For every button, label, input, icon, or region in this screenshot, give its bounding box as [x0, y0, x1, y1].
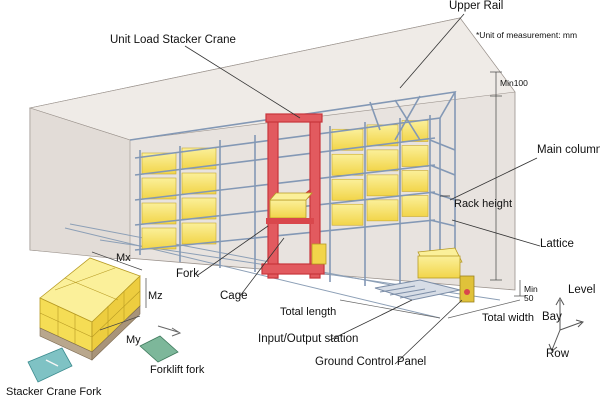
unit-load-stacker-crane-label: Unit Load Stacker Crane — [110, 34, 236, 46]
stored-load — [181, 222, 217, 245]
total-width-label: Total width — [482, 312, 534, 324]
level-axis-label: Level — [568, 284, 596, 296]
stored-load — [141, 202, 177, 225]
min100-label: Min100 — [500, 78, 528, 88]
stored-load — [141, 227, 177, 250]
rack-frame — [129, 90, 457, 286]
stored-load — [366, 149, 399, 172]
bay-axis-label: Bay — [542, 311, 562, 323]
stored-load — [401, 170, 429, 192]
stacker-crane-fork-label: Stacker Crane Fork — [6, 386, 102, 398]
stored-load — [366, 199, 399, 222]
stored-load — [181, 172, 217, 195]
fifty-label: 50 — [524, 293, 534, 303]
cage-label: Cage — [220, 290, 248, 302]
stored-load — [366, 174, 399, 197]
unit-note-label: *Unit of measurement: mm — [476, 30, 578, 40]
stored-load — [331, 153, 364, 176]
stored-load — [401, 195, 429, 217]
axes-compass — [548, 296, 584, 352]
stored-load — [331, 128, 364, 151]
leader-lines — [184, 13, 541, 365]
crane-cage — [266, 192, 314, 224]
lattice-label: Lattice — [540, 238, 574, 250]
stored-load — [141, 152, 177, 175]
rack-height-label: Rack height — [454, 198, 513, 210]
stored-load — [331, 203, 364, 226]
stored-load — [181, 197, 217, 220]
row-axis-label: Row — [546, 348, 570, 360]
main-column-label: Main column — [537, 144, 600, 156]
stored-load — [181, 147, 217, 170]
stored-load — [141, 177, 177, 200]
stored-load — [331, 178, 364, 201]
pallet-diagram — [39, 251, 147, 361]
drive-unit — [311, 243, 327, 265]
mx-label: Mx — [116, 252, 131, 264]
dimension-lines — [339, 71, 526, 319]
my-label: My — [126, 334, 141, 346]
total-length-label: Total length — [280, 306, 337, 318]
rack-loads — [141, 120, 429, 250]
fork-label: Fork — [176, 268, 199, 280]
stacker-crane-fork — [27, 347, 73, 383]
upper-rail-label: Upper Rail — [449, 0, 504, 12]
mz-label: Mz — [148, 290, 163, 302]
min-label: Min — [524, 284, 538, 294]
ground-control-panel-label: Ground Control Panel — [315, 356, 427, 368]
stored-load — [401, 145, 429, 167]
forklift-fork-label: Forklift fork — [150, 364, 205, 376]
input-output-station-label: Input/Output station — [258, 333, 359, 345]
forklift-fork — [139, 325, 182, 363]
io-station — [374, 247, 475, 303]
